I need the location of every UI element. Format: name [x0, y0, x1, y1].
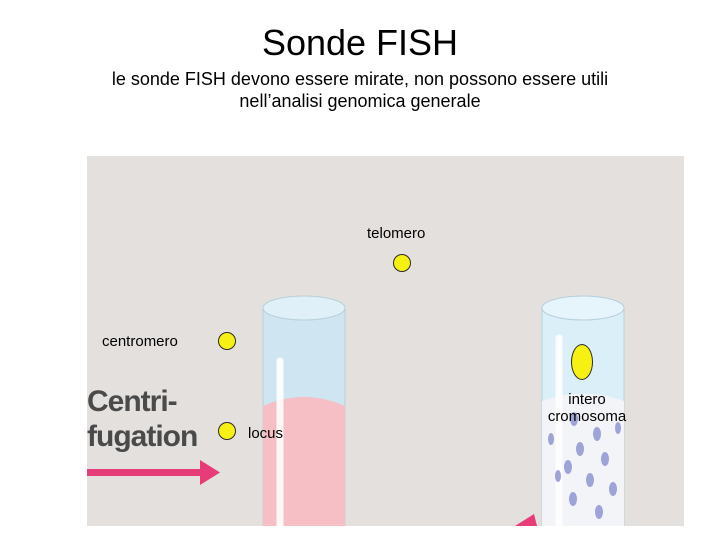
label-telomero: telomero	[367, 225, 426, 242]
slide-title: Sonde FISH	[261, 22, 459, 63]
slide-subtitle: le sonde FISH devono essere mirate, non …	[60, 68, 660, 112]
centrifugation-figure: Centri- fugation	[87, 156, 684, 526]
lower-arrow-icon	[515, 514, 537, 526]
left-tube	[262, 295, 346, 526]
locus-marker	[218, 422, 236, 440]
subtitle-line-1: le sonde FISH devono essere mirate, non …	[111, 69, 609, 89]
label-centromero: centromero	[102, 333, 178, 350]
telomero-marker	[393, 254, 411, 272]
intero-cromosoma-marker	[571, 344, 593, 380]
figure-caption-line-2: fugation	[87, 420, 197, 453]
centrifugation-arrow-icon	[87, 460, 220, 485]
right-tube	[541, 295, 625, 526]
label-intero-cromosoma: intero cromosoma	[540, 391, 634, 425]
centromero-marker	[218, 332, 236, 350]
chromosome-spots	[548, 412, 621, 519]
subtitle-line-2: nell’analisi genomica generale	[239, 91, 481, 111]
centrifugation-illustration: Centri- fugation	[87, 295, 625, 526]
label-intero-line-1: intero	[568, 391, 606, 408]
label-intero-line-2: cromosoma	[547, 408, 627, 425]
figure-caption-line-1: Centri-	[87, 385, 177, 418]
label-locus: locus	[248, 425, 284, 442]
